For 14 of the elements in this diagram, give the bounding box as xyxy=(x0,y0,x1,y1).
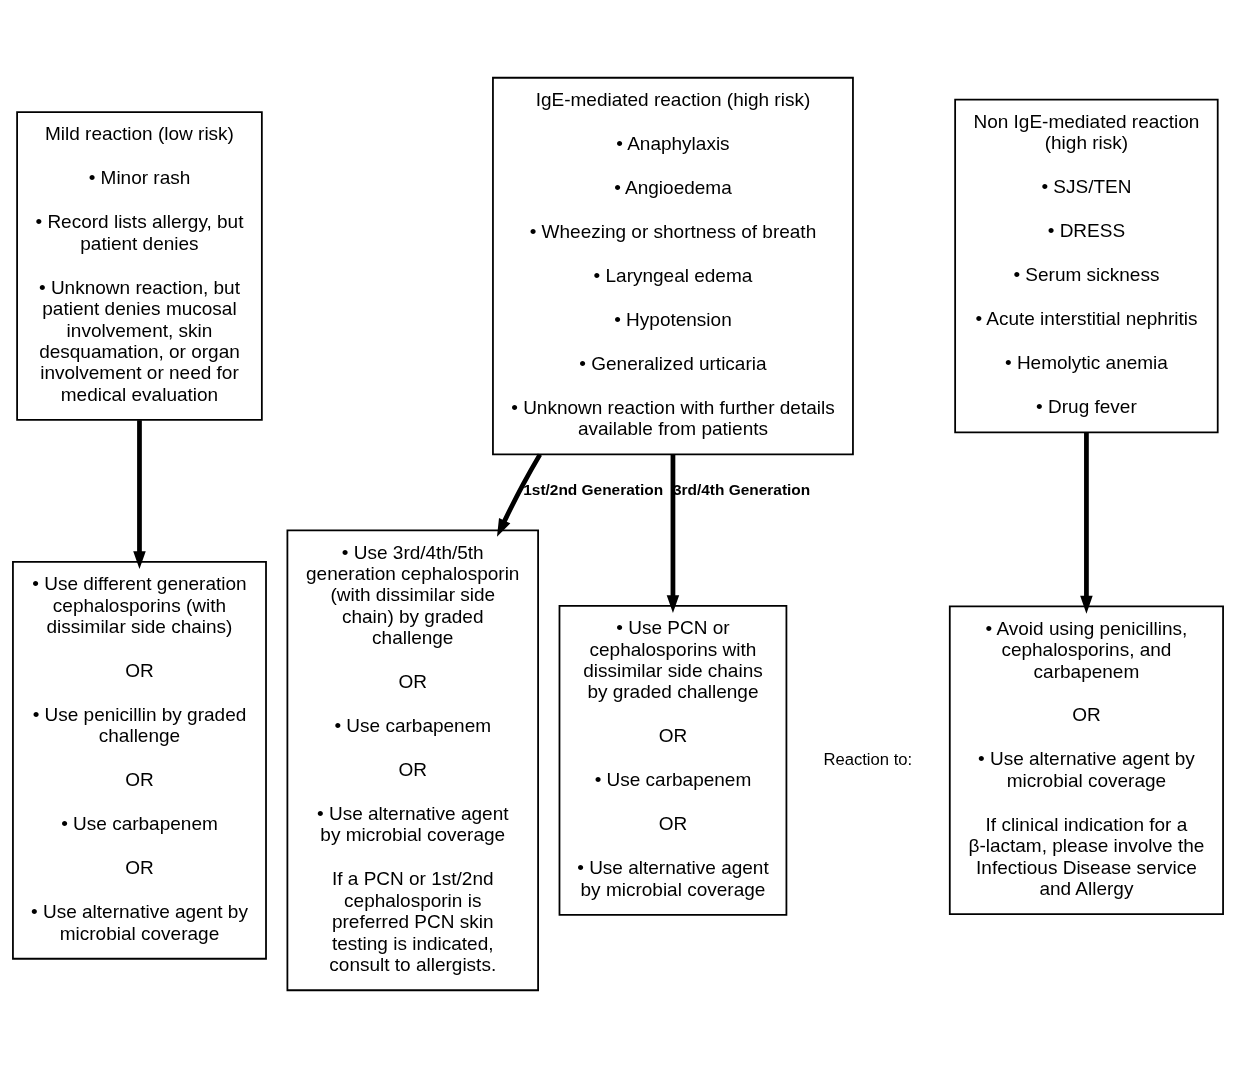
node-box: Mild reaction (low risk) • Minor rash • Record lists allergy, but patient denies • Unknown reaction, but patient denies mucosal involvement, skin desquamation, or organ involvement or need for medical evaluation xyxy=(16,110,263,421)
node-box: • Use different generation cephalosporins (with dissimilar side chains) OR • Use penicillin by graded challenge OR • Use carbapenem OR • Use alternative agent by microbial coverage xyxy=(12,560,267,960)
arrow xyxy=(1080,431,1093,614)
node-box: • Use 3rd/4th/5th generation cephalosporin (with dissimilar side chain) by graded challenge OR • Use carbapenem OR • Use alternative agent by microbial coverage If a PCN or 1st/2nd cephalosporin is preferred PCN skin testing is indicated, consult to allergists. xyxy=(286,529,539,991)
label: Reaction to: xyxy=(823,749,913,769)
node-box: • Use PCN or cephalosporins with dissimilar side chains by graded challenge OR • Use carbapenem OR • Use alternative agent by microbial coverage xyxy=(558,604,788,916)
edge-label: 3rd/4th Generation xyxy=(672,480,811,498)
edge-label: 1st/2nd Generation xyxy=(523,480,664,498)
arrow xyxy=(666,454,680,613)
arrow xyxy=(133,419,146,569)
arrow xyxy=(497,452,542,537)
node-box: • Avoid using penicillins, cephalosporins, and carbapenem OR • Use alternative agent by microbial coverage If clinical indication for a β-lactam, please involve the Infectious Disease service and Allergy xyxy=(948,605,1224,915)
node-box: IgE-mediated reaction (high risk) • Anaphylaxis • Angioedema • Wheezing or shortness of breath • Laryngeal edema • Hypotension • Generalized urticaria • Unknown reaction with further details available from patients xyxy=(492,76,854,455)
node-box: Non IgE-mediated reaction (high risk) • SJS/TEN • DRESS • Serum sickness • Acute interstitial nephritis • Hemolytic anemia • Drug fever xyxy=(954,98,1219,433)
